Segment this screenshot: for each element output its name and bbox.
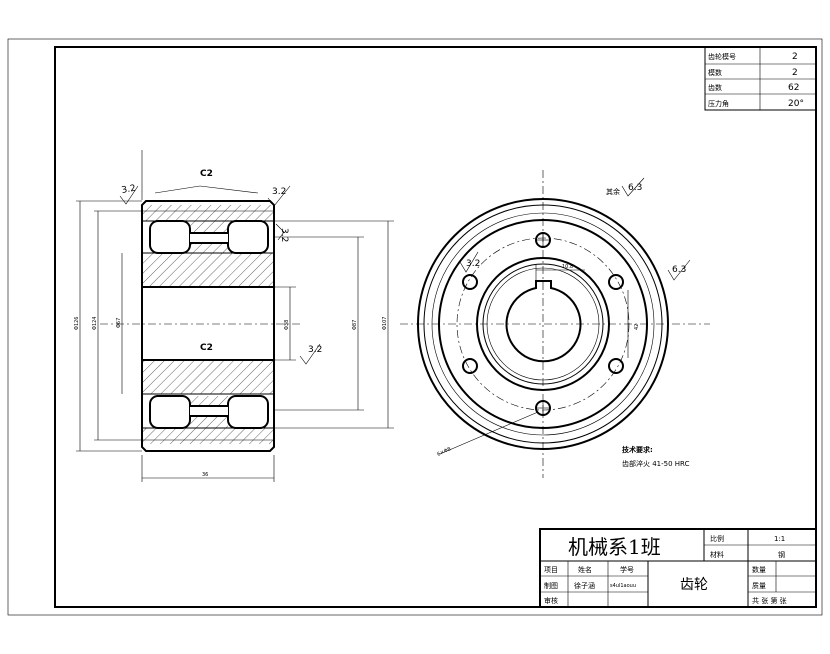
drawer-id: s4ul1aouu (610, 583, 636, 589)
row-item: 项目 (544, 566, 558, 574)
material-label: 材料 (710, 550, 724, 559)
weight-label: 质量 (752, 581, 766, 590)
chamfer-label-top: C2 (200, 169, 213, 179)
scale-value: 1:1 (774, 535, 785, 543)
svg-text:其余: 其余 (606, 187, 620, 196)
drawer-label: 制图 (544, 581, 558, 590)
param-value-2: 62 (788, 83, 799, 93)
dim-root: Φ124 (92, 317, 98, 330)
checker-label: 审核 (544, 596, 558, 605)
dim-pitch: Φ107 (382, 317, 388, 330)
hole-note: 6×Φ8 (436, 446, 452, 458)
param-label-2: 齿数 (708, 83, 722, 92)
svg-text:3.2: 3.2 (279, 228, 289, 242)
chamfer-label-mid: C2 (200, 343, 213, 353)
drawer-name: 徐子涵 (574, 581, 595, 590)
row-id: 学号 (620, 565, 634, 574)
org-name: 机械系1班 (568, 535, 661, 559)
roughness-mark-b: 3.2 (267, 185, 291, 207)
part-name: 齿轮 (680, 577, 708, 593)
dim-outer: Φ126 (74, 317, 80, 330)
svg-text:3.2: 3.2 (308, 345, 322, 355)
row-name: 姓名 (578, 565, 592, 574)
keyway-dim: 10.8 (562, 264, 573, 270)
param-label-1: 模数 (708, 68, 722, 77)
sheets-label: 共 张 第 张 (752, 596, 787, 605)
bore-dim: 42 (634, 324, 640, 330)
roughness-mark-a: 3.2 (119, 184, 139, 205)
title-block: 机械系1班 比例 1:1 材料 钢 项目 姓名 学号 制图 徐子涵 s4ul1a… (539, 528, 817, 608)
roughness-front-left: 3.2 (459, 251, 480, 273)
svg-text:3.2: 3.2 (272, 187, 286, 197)
qty-label: 数量 (752, 565, 766, 574)
bolt-holes (462, 232, 624, 416)
hatch-top-hub (142, 253, 274, 287)
svg-text:3.2: 3.2 (466, 259, 480, 269)
hatch-bottom-rim (142, 428, 274, 444)
roughness-front-right: 6.3 (667, 259, 691, 281)
svg-text:3.2: 3.2 (121, 184, 137, 196)
section-view: C2 C2 3.2 3.2 3.2 3.2 Φ126 Φ124 Φ (74, 150, 394, 482)
param-value-1: 2 (792, 68, 798, 78)
tech-line: 齿部淬火 41-50 HRC (622, 459, 690, 468)
material-value: 钢 (778, 550, 785, 559)
dim-ring: Φ87 (352, 320, 358, 330)
param-value-3: 20° (788, 99, 804, 109)
dim-hub: Φ67 (116, 318, 122, 328)
roughness-mark-d: 3.2 (299, 343, 322, 365)
hatch-bottom-hub (142, 360, 274, 394)
roughness-mark-c: 3.2 (275, 223, 289, 242)
scale-label: 比例 (710, 534, 724, 543)
outer-frame (7, 38, 823, 616)
dim-width: 36 (202, 472, 208, 478)
inner-frame (54, 46, 817, 608)
dim-bore: Φ38 (284, 320, 290, 330)
other-roughness: 其余 6.3 (606, 177, 645, 197)
front-view: 10.8 42 6×Φ8 其余 6.3 3.2 6.3 技术要求: 齿部淬火 4… (400, 170, 710, 478)
param-label-3: 压力角 (708, 99, 729, 108)
param-value-0: 2 (792, 52, 798, 62)
hatch-top-rim (142, 205, 274, 221)
param-label-0: 齿轮模号 (708, 52, 736, 61)
svg-text:6.3: 6.3 (672, 265, 686, 275)
gear-param-table: 齿轮模号 2 模数 2 齿数 62 压力角 20° (704, 46, 817, 111)
svg-text:6.3: 6.3 (628, 183, 642, 193)
tech-title: 技术要求: (622, 445, 653, 454)
